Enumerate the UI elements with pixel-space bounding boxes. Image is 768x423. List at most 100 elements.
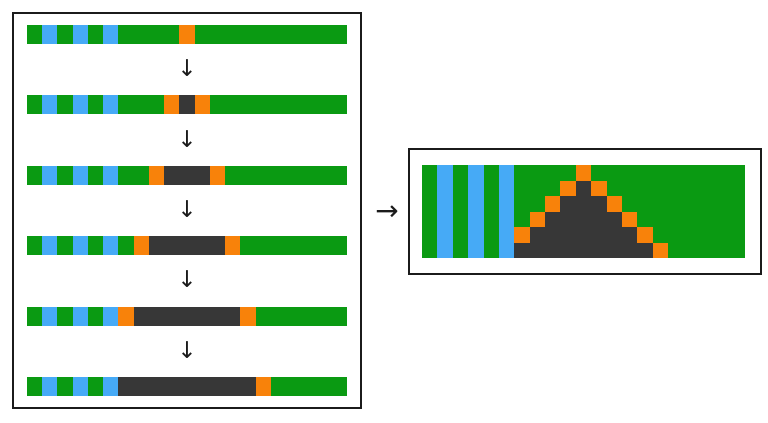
grid-cell [683, 242, 699, 258]
grid-cell [133, 306, 149, 326]
spacetime-row-5 [422, 242, 745, 258]
grid-cell [560, 180, 576, 196]
grid-cell [286, 306, 302, 326]
grid-cell [514, 227, 530, 243]
grid-cell [729, 211, 745, 227]
grid-cell [72, 376, 88, 396]
sequence-bar-step-3 [27, 236, 347, 256]
grid-cell [118, 25, 134, 44]
grid-cell [452, 196, 469, 212]
grid-cell [301, 306, 317, 326]
grid-cell [714, 211, 730, 227]
grid-cell [683, 180, 699, 196]
grid-cell [27, 25, 43, 44]
grid-cell [668, 242, 684, 258]
grid-cell [164, 236, 180, 256]
grid-cell [714, 227, 730, 243]
grid-cell [698, 227, 715, 243]
grid-cell [148, 306, 165, 326]
grid-cell [255, 306, 271, 326]
grid-cell [27, 236, 43, 256]
grid-cell [637, 196, 653, 212]
grid-cell [148, 25, 165, 44]
grid-cell [483, 211, 499, 227]
grid-cell [42, 25, 58, 44]
grid-cell [87, 165, 104, 185]
grid-cell [621, 211, 638, 227]
grid-cell [668, 180, 684, 196]
grid-cell [606, 242, 622, 258]
grid-cell [225, 376, 241, 396]
down-arrow-icon: ↓ [177, 196, 197, 223]
grid-cell [529, 242, 546, 258]
grid-cell [483, 196, 499, 212]
grid-cell [103, 376, 119, 396]
grid-cell [87, 25, 104, 44]
grid-cell [591, 211, 607, 227]
grid-cell [637, 180, 653, 196]
grid-cell [103, 236, 119, 256]
grid-cell [240, 306, 256, 326]
grid-cell [225, 95, 241, 115]
grid-cell [42, 236, 58, 256]
grid-cell [575, 180, 592, 196]
grid-cell [529, 211, 546, 227]
grid-cell [255, 25, 271, 44]
grid-cell [652, 180, 669, 196]
grid-cell [331, 25, 347, 44]
grid-cell [637, 211, 653, 227]
grid-cell [668, 196, 684, 212]
grid-cell [714, 196, 730, 212]
grid-cell [164, 95, 180, 115]
grid-cell [514, 165, 530, 181]
grid-cell [286, 165, 302, 185]
grid-cell [652, 242, 669, 258]
grid-cell [331, 95, 347, 115]
grid-cell [606, 180, 622, 196]
grid-cell [468, 227, 484, 243]
grid-cell [27, 376, 43, 396]
grid-cell [621, 196, 638, 212]
grid-cell [133, 376, 149, 396]
grid-cell [729, 180, 745, 196]
grid-cell [194, 95, 210, 115]
grid-cell [118, 306, 134, 326]
grid-cell [560, 165, 576, 181]
grid-cell [316, 25, 332, 44]
grid-cell [698, 211, 715, 227]
grid-cell [560, 196, 576, 212]
grid-cell [514, 211, 530, 227]
grid-cell [103, 306, 119, 326]
grid-cell [286, 376, 302, 396]
grid-cell [194, 306, 210, 326]
evolution-steps-panel: ↓ ↓ ↓ ↓ ↓ [12, 12, 362, 409]
grid-cell [316, 165, 332, 185]
grid-cell [286, 95, 302, 115]
grid-cell [179, 236, 195, 256]
grid-cell [57, 25, 73, 44]
grid-cell [606, 227, 622, 243]
down-arrow-icon: ↓ [177, 126, 197, 153]
grid-cell [209, 376, 226, 396]
grid-cell [729, 165, 745, 181]
spacetime-grid [422, 165, 745, 258]
grid-cell [575, 211, 592, 227]
grid-cell [270, 165, 287, 185]
grid-cell [331, 236, 347, 256]
grid-cell [301, 95, 317, 115]
grid-cell [545, 211, 561, 227]
grid-cell [545, 180, 561, 196]
grid-cell [698, 180, 715, 196]
grid-cell [575, 227, 592, 243]
grid-cell [301, 236, 317, 256]
grid-cell [133, 236, 149, 256]
sequence-bar-step-1 [27, 95, 347, 115]
grid-cell [637, 165, 653, 181]
grid-cell [606, 196, 622, 212]
grid-cell [194, 376, 210, 396]
grid-cell [133, 25, 149, 44]
grid-cell [545, 196, 561, 212]
grid-cell [301, 165, 317, 185]
grid-cell [209, 236, 226, 256]
grid-cell [575, 196, 592, 212]
